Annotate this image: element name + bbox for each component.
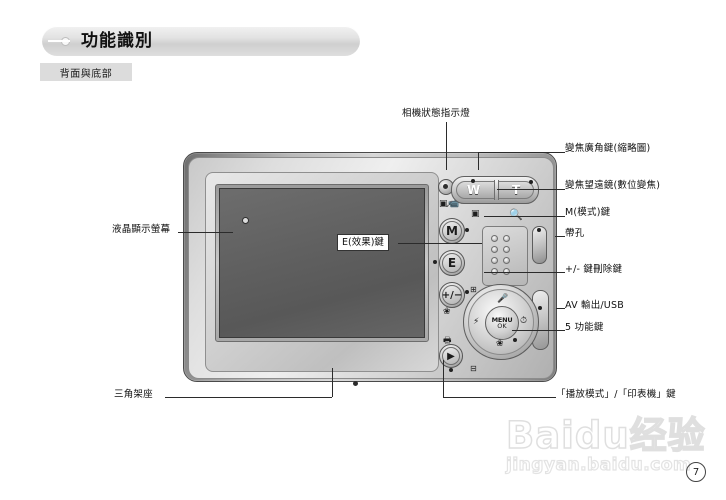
leader-zoom-wide-horizontal (478, 152, 540, 153)
section-subtitle-chip: 背面與底部 (40, 63, 132, 81)
menu-ok-button[interactable]: MENU OK (485, 306, 519, 340)
leader-five-way (512, 330, 565, 331)
playback-callout-dot (449, 368, 453, 372)
leader-av-usb (556, 308, 565, 309)
lcd-bezel (215, 184, 429, 342)
zoom-wide-callout-dot (471, 179, 475, 183)
menu-label: MENU (491, 315, 513, 324)
five-way-pad-callout-dot (513, 338, 517, 342)
lcd-screen (219, 188, 425, 338)
leader-status-led (446, 122, 447, 170)
leader-zoom-tele (497, 189, 565, 190)
printer-icon: 🖶 (443, 336, 452, 346)
speaker-grill-holes (491, 235, 515, 279)
leader-effect-button (398, 243, 482, 244)
leader-zoom-wide-tail (540, 152, 565, 153)
leader-playback-printer-h (443, 397, 556, 398)
effect-button-ring (442, 253, 462, 273)
leader-strap-eyelet (555, 236, 565, 237)
av-usb-callout-dot (538, 306, 542, 310)
page-number: 7 (686, 462, 706, 482)
mode-button-callout-dot (465, 228, 469, 232)
section-header-bar: 功能識別 (42, 26, 360, 56)
callout-av-usb-label: AV 輸出/USB (565, 300, 624, 311)
playback-button-label: ▶ (447, 350, 455, 362)
zoom-wide-button-label[interactable]: W (467, 183, 481, 197)
five-way-control-pad[interactable]: 🎤 ⚡ ⏱ ❀ MENU OK (463, 284, 539, 360)
flash-icon[interactable]: ⚡ (473, 317, 480, 327)
ok-label: OK (497, 322, 507, 330)
watermark-main-text: Baidu经验 (505, 414, 706, 457)
mode-button[interactable]: M (439, 218, 465, 244)
microphone-icon[interactable]: 🎤 (497, 294, 509, 304)
effect-button-label: E (447, 256, 457, 270)
exposure-delete-button-ring (442, 285, 462, 305)
zoom-rocker[interactable]: W T (451, 176, 539, 204)
leader-zoom-wide-vertical (478, 152, 479, 170)
callout-zoom-wide-label: 變焦廣角鍵(縮略圖) (565, 143, 651, 154)
camera-illustration: ▣,📹 W T ▣ 🔍 M (183, 152, 557, 386)
callout-mode-button-label: M(模式)鍵 (565, 207, 611, 218)
header-tail-line (48, 40, 70, 42)
av-connector-tag-icon: ⊞ (470, 285, 477, 294)
callout-five-way-label: 5 功能鍵 (565, 322, 604, 333)
leader-tripod-h (165, 397, 332, 398)
playback-printer-button[interactable]: ▶ (439, 344, 463, 368)
macro-flower-icon: ❀ (443, 307, 451, 317)
leader-mode-button (484, 216, 565, 217)
strap-eyelet-callout-dot (537, 228, 541, 232)
self-timer-icon[interactable]: ⏱ (520, 316, 528, 326)
thumbnail-icon: ▣ (471, 209, 480, 219)
leader-exposure-delete (484, 272, 565, 273)
callout-playback-printer-label: 「播放模式」/「印表機」鍵 (556, 389, 676, 400)
callout-tripod-label: 三角架座 (114, 389, 153, 400)
leader-lcd (178, 232, 233, 233)
strap-eyelet (532, 226, 547, 264)
section-subtitle-text: 背面與底部 (59, 68, 113, 80)
lcd-callout-dot (242, 217, 249, 224)
effect-button-callout-dot (433, 260, 437, 264)
callout-effect-button-box: E(效果)鍵 (337, 234, 389, 252)
zoom-rocker-separator (494, 180, 499, 200)
playback-button-ring (442, 347, 460, 365)
page-title: 功能識別 (81, 30, 153, 51)
camera-body-shell: ▣,📹 W T ▣ 🔍 M (183, 152, 557, 386)
speaker-grill (482, 226, 528, 286)
lcd-plate (205, 172, 439, 386)
effect-button[interactable]: E (439, 250, 465, 276)
exposure-delete-callout-dot (465, 290, 469, 294)
battery-door-tag-icon: ⊟ (470, 364, 477, 373)
callout-status-led-label: 相機狀態指示燈 (402, 108, 470, 119)
exposure-delete-button[interactable]: +/− (439, 282, 465, 308)
macro-icon[interactable]: ❀ (496, 339, 504, 349)
search-icon: 🔍 (509, 208, 523, 221)
tripod-socket-dot (353, 381, 358, 386)
leader-tripod-v (332, 368, 333, 397)
callout-strap-eyelet-label: 帶孔 (565, 228, 585, 239)
callout-zoom-tele-label: 變焦望遠鏡(數位變焦) (565, 180, 661, 191)
zoom-tele-callout-dot (529, 180, 533, 184)
leader-playback-printer-v (443, 360, 444, 397)
mode-button-ring (442, 221, 462, 241)
callout-lcd-label: 液晶顯示螢幕 (112, 224, 171, 235)
mode-button-label: M (446, 224, 458, 238)
camera-video-mode-icon: ▣,📹 (439, 199, 460, 209)
exposure-delete-button-label: +/− (441, 289, 463, 301)
zoom-tele-button-label[interactable]: T (512, 183, 521, 197)
camera-body-inner: ▣,📹 W T ▣ 🔍 M (188, 157, 554, 386)
callout-exposure-delete-label: +/- 鍵刪除鍵 (565, 264, 623, 275)
camera-control-column: ▣,📹 W T ▣ 🔍 M (433, 166, 553, 378)
